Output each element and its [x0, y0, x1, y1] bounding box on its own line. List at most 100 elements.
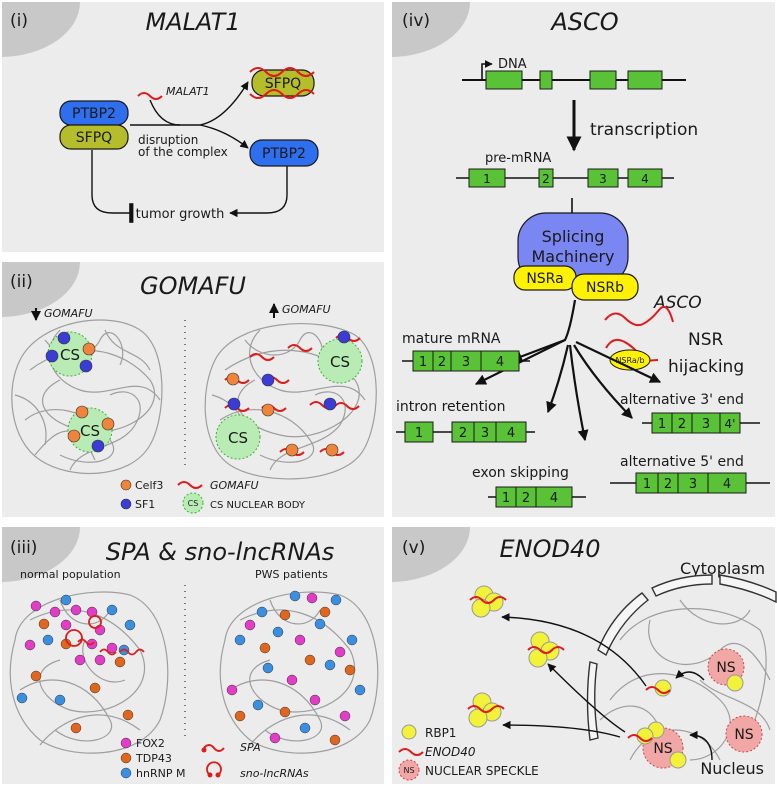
dna-exon-2: [539, 70, 553, 90]
mature-exon-4: [480, 350, 520, 372]
ptbp2-free-label: PTBP2: [262, 146, 306, 162]
intron-exon-2-label: 2: [459, 426, 467, 441]
inhibition-line: [91, 150, 134, 223]
ns-label-1: NS: [716, 660, 735, 676]
intron-retention-label: intron retention: [396, 399, 505, 415]
panel-v-roman: (v): [402, 538, 425, 558]
alt3-exon-4-label: 4': [725, 417, 736, 431]
alt3-exon-4: [719, 412, 741, 434]
pre-exon-3-label: 3: [599, 172, 607, 186]
rbp1-ns3: [669, 751, 687, 769]
legend-spa: SPA: [240, 741, 261, 754]
legend-sf1: SF1: [135, 498, 155, 511]
panel-iii: (iii) SPA & sno-lncRNAs normal populatio…: [2, 527, 384, 784]
ns-label-2: NS: [734, 727, 753, 743]
alt5-exon-3-label: 3: [689, 477, 697, 492]
alt5-exon-4: [707, 472, 747, 494]
pre-exon-2: [538, 168, 554, 188]
sfpq-bound-label: SFPQ: [265, 76, 301, 92]
alt3-label: alternative 3' end: [620, 392, 744, 408]
skip-exon-1-label: 1: [502, 491, 510, 506]
sfpq-label: SFPQ: [76, 130, 112, 146]
normal-population-label: normal population: [20, 568, 121, 581]
legend-hnrnpm-swatch: [120, 767, 132, 779]
panel-iii-roman: (iii): [10, 538, 37, 558]
alt5-exon-1-label: 1: [643, 477, 651, 492]
pws-patients-label: PWS patients: [255, 568, 328, 581]
legend-sno: sno-lncRNAs: [240, 767, 309, 780]
legend-spa-swatch: [203, 744, 225, 752]
splicing-label-1: Splicing: [542, 227, 605, 246]
legend-iii: FOX2 TDP43 hnRNP M SPA sno-lncRNAs: [120, 737, 309, 780]
panel-ii: (ii) GOMAFU GOMAFU GOMAFU CS CS: [2, 262, 384, 517]
legend-ns: NUCLEAR SPECKLE: [425, 764, 539, 778]
intron-exon-4: [495, 421, 527, 443]
rbp1-ns1: [726, 674, 744, 692]
alt5-exon-2-label: 2: [664, 477, 672, 492]
disruption-text-1: disruption: [138, 133, 198, 147]
asco-rna: [604, 306, 674, 327]
malat1-rna: [137, 92, 163, 100]
intron-exon-1-label: 1: [415, 426, 423, 441]
nsr-ab-label: NSRa/b: [615, 356, 644, 365]
legend-hnrnpm: hnRNP M: [136, 767, 185, 780]
malat1-under-sfpq: [249, 89, 315, 99]
nuclear-speckle-2: [725, 715, 763, 753]
malat1-on-sfpq: [249, 67, 315, 77]
cs-body-right-2: [215, 414, 261, 460]
alt3-exon-2-label: 2: [678, 417, 686, 432]
nuclear-envelope: [586, 574, 777, 741]
legend-fox2: FOX2: [136, 737, 165, 750]
cs-label-left-1: CS: [60, 346, 80, 364]
pre-exon-2-label: 2: [542, 172, 550, 186]
pre-exon-1: [468, 168, 506, 188]
panel-i-title: MALAT1: [145, 8, 240, 36]
rbp1-complexes-cytoplasm: [467, 585, 565, 728]
intron-exon-3-label: 3: [481, 426, 489, 441]
skip-exon-3-label: 4: [550, 491, 558, 506]
alt5-exon-4-label: 4: [723, 477, 731, 492]
pre-exon-4-label: 4: [641, 172, 649, 186]
legend-ns-icon: NS: [403, 766, 414, 775]
panel-iii-title: SPA & sno-lncRNAs: [106, 538, 335, 566]
alt3-exon-1-label: 1: [658, 417, 666, 432]
cs-label-right-2: CS: [228, 429, 248, 447]
intron-exon-1: [404, 421, 434, 443]
panel-iv-title: ASCO: [549, 8, 618, 36]
mature-exon-1-label: 1: [419, 355, 427, 370]
proteins-left-iii: [16, 594, 136, 734]
hijack-label-2: hijacking: [668, 357, 744, 377]
splice-arrows: [475, 299, 661, 442]
proteins-right: [226, 330, 351, 457]
cs-label-left-2: CS: [80, 422, 100, 440]
pre-exon-4: [627, 168, 663, 188]
mature-mrna-label: mature mRNA: [402, 331, 501, 347]
legend-tdp43-swatch: [120, 752, 132, 764]
legend-ns-swatch: [398, 759, 420, 781]
mature-exon-2-label: 2: [438, 355, 446, 370]
export-arrows: [501, 613, 713, 761]
legend-sno-swatch: [206, 761, 222, 776]
skip-exon-2-label: 2: [522, 491, 530, 506]
dna-exon-1: [485, 70, 523, 90]
splicing-label-2: Machinery: [531, 247, 614, 266]
legend-cs: CS NUCLEAR BODY: [210, 500, 306, 511]
alt3-exon-3-label: 3: [702, 417, 710, 432]
nucleus-label: Nucleus: [700, 759, 764, 778]
arrow-to-sfpq: [199, 81, 249, 126]
disruption-text-2: of the complex: [138, 145, 228, 159]
panel-v-title: ENOD40: [499, 535, 600, 563]
legend-enod40-swatch: [398, 748, 424, 756]
legend-ii: Celf3 SF1 GOMAFU CS CS NUCLEAR BODY: [120, 479, 306, 514]
transcription-label: transcription: [590, 120, 698, 140]
exon-skipping-label: exon skipping: [472, 465, 569, 481]
legend-rbp1: RBP1: [425, 726, 456, 740]
panel-ii-roman: (ii): [10, 272, 33, 292]
ns-label-3: NS: [653, 741, 672, 757]
rbp1-complexes-nucleus: [627, 679, 672, 745]
legend-cs-icon: CS: [188, 499, 199, 508]
pre-mrna-label: pre-mRNA: [485, 151, 551, 166]
legend-fox2-swatch: [120, 737, 132, 749]
cs-label-right-1: CS: [330, 353, 350, 371]
hijack-label-1: NSR: [688, 330, 724, 350]
